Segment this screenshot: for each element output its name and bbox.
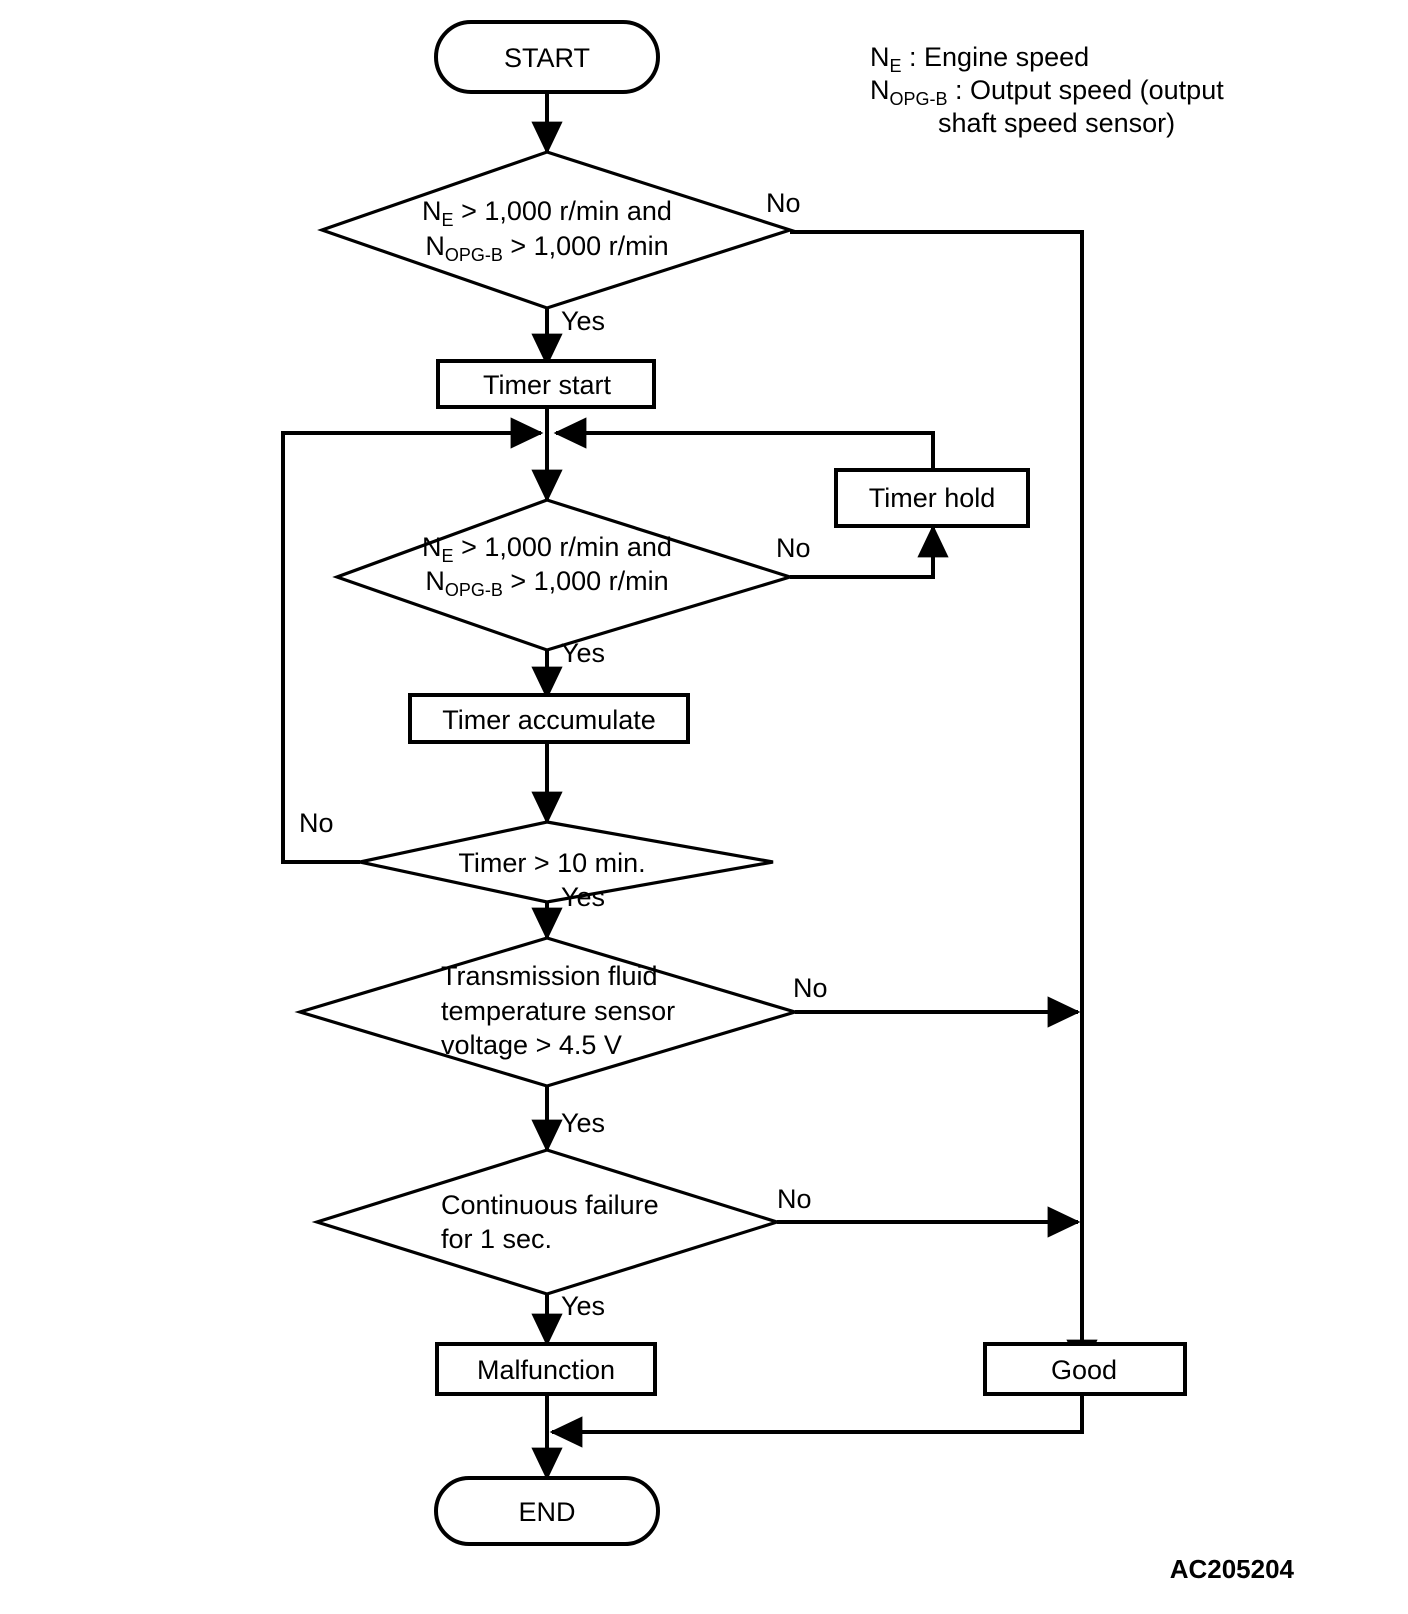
node-timer-accumulate-label: Timer accumulate — [442, 705, 656, 735]
node-start — [434, 20, 660, 94]
node-decision4-line2: temperature sensor — [441, 996, 675, 1026]
node-malfunction — [435, 1342, 657, 1396]
connector-good-to-end-line — [549, 1394, 1084, 1448]
node-malfunction-label: Malfunction — [477, 1355, 615, 1385]
figure-code: AC205204 — [1170, 1554, 1295, 1584]
legend-entry-engine-speed: NE : Engine speed — [870, 42, 1089, 76]
node-decision5-line2: for 1 sec. — [441, 1224, 552, 1254]
node-timer-start — [436, 359, 656, 409]
branch-label-decision3-yes: Yes — [561, 882, 605, 912]
node-decision-timer-10min — [359, 820, 774, 904]
branch-label-decision4-yes: Yes — [561, 1108, 605, 1138]
node-decision-fluid-temp-voltage — [294, 936, 801, 1088]
connector-decision1-no-to-good — [790, 230, 1098, 1373]
branch-label-decision5-yes: Yes — [561, 1291, 605, 1321]
branch-label-decision2-yes: Yes — [561, 638, 605, 668]
node-decision5-line1: Continuous failure — [441, 1190, 659, 1220]
legend-entry-output-speed-line2: shaft speed sensor) — [938, 108, 1175, 138]
node-start-label: START — [504, 43, 590, 73]
legend: NE : Engine speed NOPG-B : Output speed … — [870, 42, 1224, 138]
node-end-label: END — [518, 1497, 575, 1527]
connector-loopback-left-rail — [281, 417, 544, 862]
node-timer-hold — [834, 468, 1030, 528]
branch-label-decision4-no: No — [793, 973, 828, 1003]
node-timer-accumulate — [408, 693, 690, 744]
node-decision4-line3: voltage > 4.5 V — [441, 1030, 622, 1060]
legend-entry-output-speed: NOPG-B : Output speed (output — [870, 75, 1224, 109]
node-good-label: Good — [1051, 1355, 1117, 1385]
node-decision1-line2: NOPG-B > 1,000 r/min — [425, 231, 668, 265]
node-good — [983, 1342, 1187, 1396]
node-decision3-label: Timer > 10 min. — [458, 848, 645, 878]
branch-label-decision2-no: No — [776, 533, 811, 563]
connector-decision2-no-to-timer-hold — [790, 524, 949, 579]
node-decision1-line1: NE > 1,000 r/min and — [422, 196, 672, 230]
branch-label-decision3-no: No — [299, 808, 334, 838]
node-decision-engine-output-speed-2 — [332, 498, 796, 652]
node-decision-engine-output-speed-1 — [317, 150, 796, 310]
node-timer-start-label: Timer start — [483, 370, 611, 400]
connector-timer-hold-to-junction — [553, 417, 935, 470]
node-decision2-line2: NOPG-B > 1,000 r/min — [425, 566, 668, 600]
node-decision4-line1: Transmission fluid — [441, 961, 658, 991]
branch-label-decision1-yes: Yes — [561, 306, 605, 336]
node-end — [434, 1476, 660, 1546]
node-decision2-line1: NE > 1,000 r/min and — [422, 532, 672, 566]
branch-label-decision1-no: No — [766, 188, 801, 218]
node-decision-continuous-failure — [311, 1148, 783, 1296]
branch-label-decision5-no: No — [777, 1184, 812, 1214]
node-timer-hold-label: Timer hold — [869, 483, 996, 513]
